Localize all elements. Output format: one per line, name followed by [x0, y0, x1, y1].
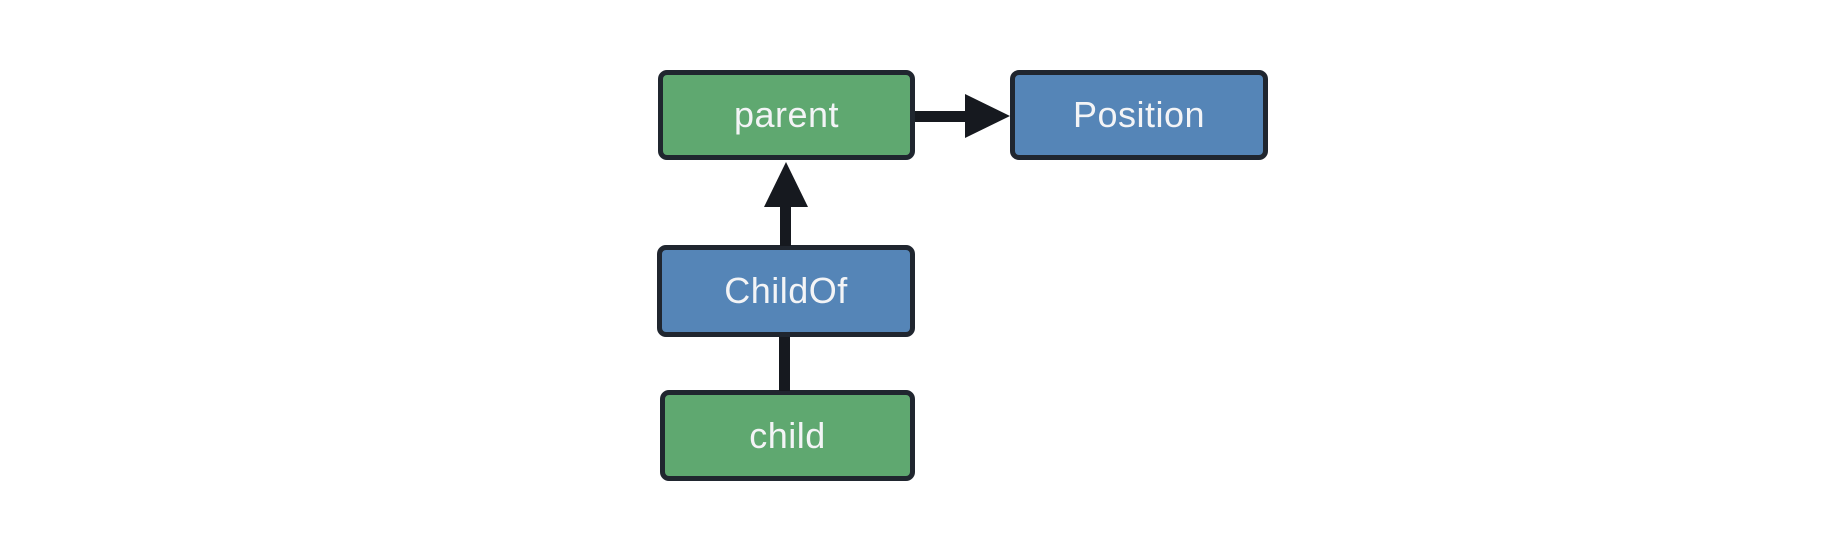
- arrowhead-up-icon: [764, 162, 808, 207]
- node-position: Position: [1010, 70, 1268, 160]
- edge-parent-to-position-line: [915, 111, 967, 122]
- edge-child-to-childof-line: [779, 337, 790, 391]
- node-child-label: child: [749, 414, 826, 456]
- edge-childof-to-parent-line: [780, 205, 791, 246]
- node-childof-label: ChildOf: [724, 270, 848, 311]
- arrowhead-right-icon: [965, 94, 1010, 138]
- node-parent-label: parent: [733, 94, 840, 135]
- node-parent: parent: [658, 70, 915, 160]
- node-position-label: Position: [1072, 94, 1206, 135]
- node-childof: ChildOf: [657, 245, 915, 337]
- node-child: child: [660, 390, 915, 481]
